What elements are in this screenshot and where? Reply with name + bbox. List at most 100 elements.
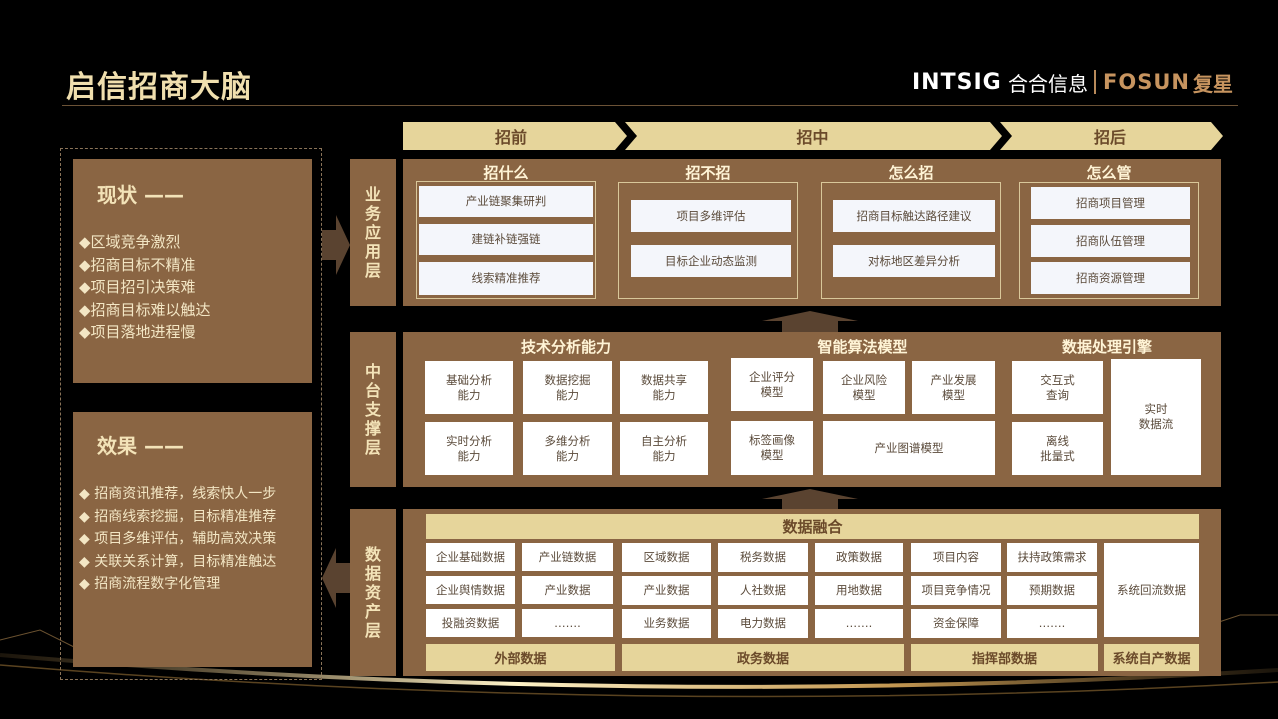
- list-item: ◆招商目标难以触达: [79, 300, 211, 319]
- algo-item: 标签画像 模型: [731, 421, 813, 475]
- data-item: …….: [815, 609, 903, 638]
- layer-label-app: 业务应用层: [350, 159, 396, 306]
- algo-item: 产业发展 模型: [912, 361, 995, 414]
- list-item: ◆区域竞争激烈: [79, 233, 181, 251]
- app-col-title: 招不招: [685, 164, 731, 182]
- phase-after: 招后: [1093, 128, 1126, 147]
- data-item: 税务数据: [718, 543, 808, 572]
- tech-item: 数据共享 能力: [620, 361, 708, 414]
- intsig-logo-cn: 合合信息: [1008, 71, 1088, 96]
- data-item: 电力数据: [718, 609, 808, 638]
- left-frame: [60, 148, 322, 680]
- algo-title: 智能算法模型: [817, 338, 908, 356]
- list-item: ◆ 招商流程数字化管理: [79, 576, 221, 592]
- app-item: 招商项目管理: [1031, 187, 1190, 219]
- list-item: ◆项目落地进程慢: [79, 323, 196, 341]
- app-col-frame: [416, 181, 596, 299]
- app-item: 招商队伍管理: [1031, 225, 1190, 257]
- phase-chevrons: [403, 122, 1223, 150]
- data-item: 区域数据: [622, 543, 711, 572]
- app-item: 建链补链强链: [419, 224, 593, 255]
- data-group-label: 政务数据: [622, 644, 904, 671]
- status-title: 现状 ——: [97, 183, 184, 207]
- data-group-label: 系统自产数据: [1104, 644, 1199, 671]
- engine-title: 数据处理引擎: [1061, 338, 1152, 356]
- arrow-right-icon: [322, 215, 350, 275]
- data-fusion-bar: 数据融合: [426, 514, 1199, 539]
- data-item: 投融资数据: [426, 609, 515, 637]
- data-item: 产业数据: [522, 576, 613, 604]
- data-group-label: 外部数据: [426, 644, 615, 671]
- tech-item: 基础分析 能力: [425, 361, 513, 414]
- fosun-logo: FOSUN: [1103, 70, 1190, 94]
- layer-label-data: 数据资产层: [350, 509, 396, 676]
- app-col-title: 怎么管: [1086, 164, 1132, 182]
- phase-during: 招中: [796, 128, 829, 147]
- list-item: ◆ 关联关系计算，目标精准触达: [79, 553, 277, 570]
- tech-item: 自主分析 能力: [620, 422, 708, 475]
- engine-item: 交互式 查询: [1012, 361, 1103, 414]
- app-item: 产业链聚集研判: [419, 186, 593, 217]
- data-item: 企业舆情数据: [426, 576, 515, 604]
- app-col-frame: [821, 182, 1001, 299]
- logo-divider: [1094, 70, 1096, 94]
- tech-item: 多维分析 能力: [523, 422, 612, 475]
- data-item: 系统回流数据: [1104, 543, 1199, 637]
- tech-item: 数据挖掘 能力: [523, 361, 612, 414]
- data-item: 产业数据: [622, 576, 711, 605]
- layer-label-middle-text: 中台支撑层: [364, 362, 381, 457]
- engine-item: 实时 数据流: [1111, 359, 1201, 475]
- effect-list: ◆ 招商资讯推荐，线索快人一步 ◆ 招商线索挖掘，目标精准推荐 ◆ 项目多维评估…: [79, 483, 276, 596]
- effect-panel: 效果 —— ◆ 招商资讯推荐，线索快人一步 ◆ 招商线索挖掘，目标精准推荐 ◆ …: [73, 412, 312, 667]
- data-item: 产业链数据: [522, 543, 613, 571]
- layer-label-middle: 中台支撑层: [350, 332, 396, 487]
- header-divider: [62, 105, 1238, 106]
- list-item: ◆项目招引决策难: [79, 278, 196, 296]
- data-item: 资金保障: [911, 609, 1001, 638]
- arrow-up-icon: [762, 311, 858, 332]
- list-item: ◆ 招商线索挖掘，目标精准推荐: [79, 508, 277, 525]
- data-item: 预期数据: [1007, 576, 1097, 605]
- data-item: 扶持政策需求: [1007, 543, 1097, 572]
- arrow-left-icon: [322, 548, 350, 608]
- data-item: 政策数据: [815, 543, 903, 572]
- data-item: 人社数据: [718, 576, 808, 605]
- algo-item: 企业风险 模型: [823, 361, 905, 414]
- arrow-up-icon: [762, 489, 858, 509]
- app-col-frame: [1019, 182, 1199, 299]
- fosun-logo-cn: 复星: [1193, 71, 1233, 96]
- engine-item: 离线 批量式: [1012, 422, 1103, 475]
- algo-item: 企业评分 模型: [731, 358, 813, 411]
- list-item: ◆ 项目多维评估，辅助高效决策: [79, 531, 277, 547]
- list-item: ◆招商目标不精准: [79, 255, 196, 274]
- data-item: 用地数据: [815, 576, 903, 605]
- data-group-label: 指挥部数据: [911, 644, 1098, 671]
- layer-label-data-text: 数据资产层: [364, 545, 381, 640]
- status-list: ◆区域竞争激烈 ◆招商目标不精准 ◆项目招引决策难 ◆招商目标难以触达 ◆项目落…: [79, 231, 211, 344]
- app-item: 招商目标触达路径建议: [833, 200, 995, 232]
- status-panel: 现状 —— ◆区域竞争激烈 ◆招商目标不精准 ◆项目招引决策难 ◆招商目标难以触…: [73, 159, 312, 383]
- app-item: 线索精准推荐: [419, 262, 593, 295]
- algo-item: 产业图谱模型: [823, 421, 995, 475]
- data-item: 项目内容: [911, 543, 1001, 572]
- data-item: …….: [1007, 609, 1097, 638]
- app-item: 目标企业动态监测: [631, 245, 791, 277]
- app-col-frame: [618, 182, 798, 299]
- intsig-logo: INTSIG: [912, 69, 1002, 95]
- effect-title: 效果 ——: [97, 434, 184, 458]
- list-item: ◆ 招商资讯推荐，线索快人一步: [79, 486, 277, 502]
- data-item: 项目竞争情况: [911, 576, 1001, 605]
- data-item: …….: [522, 609, 613, 637]
- app-col-title: 怎么招: [888, 164, 934, 182]
- data-item: 企业基础数据: [426, 543, 515, 571]
- app-item: 招商资源管理: [1031, 262, 1190, 294]
- app-item: 项目多维评估: [631, 200, 791, 232]
- app-col-title: 招什么: [483, 164, 529, 182]
- tech-title: 技术分析能力: [520, 338, 611, 356]
- layer-label-app-text: 业务应用层: [364, 185, 381, 280]
- tech-item: 实时分析 能力: [425, 422, 513, 475]
- phase-before: 招前: [494, 128, 527, 147]
- data-item: 业务数据: [622, 609, 711, 638]
- page-title: 启信招商大脑: [66, 70, 252, 105]
- app-item: 对标地区差异分析: [833, 245, 995, 277]
